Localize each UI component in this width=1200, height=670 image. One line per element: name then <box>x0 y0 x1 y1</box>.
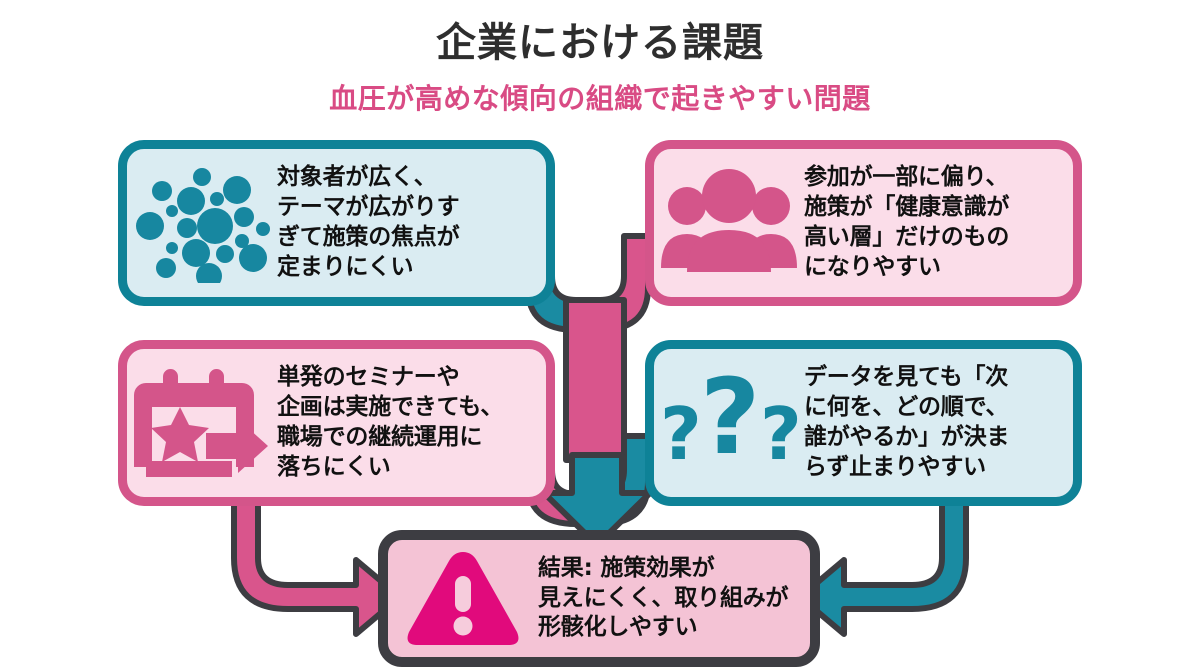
result-outcome-text: 結果: 施策効果が 見えにくく、取り組みが 形骸化しやすい <box>538 554 789 641</box>
issue-card-continuity[interactable]: 単発のセミナーや 企画は実施できても、 職場での継続運用に 落ちにくい <box>118 340 555 506</box>
connector-card2-to-center <box>563 233 651 463</box>
issue-card-next-action-text: データを見ても「次 に何を、どの順で、 誰がやるか」が決ま らず止まりやすい <box>804 364 1010 480</box>
issue-card-participation[interactable]: 参加が一部に偏り、 施策が「健康意識が 高い層」だけのもの になりやすい <box>645 140 1082 306</box>
svg-text:?: ? <box>760 392 802 476</box>
warning-triangle-icon <box>388 540 538 657</box>
calendar-star-arrow-icon <box>127 349 277 497</box>
page-subtitle: 血圧が高めな傾向の組織で起きやすい問題 <box>329 82 871 115</box>
svg-text:?: ? <box>660 392 702 476</box>
page-title: 企業における課題 <box>436 20 764 66</box>
connector-card4-to-result-right <box>797 467 969 637</box>
issue-card-participation-text: 参加が一部に偏り、 施策が「健康意識が 高い層」だけのもの になりやすい <box>804 164 1010 280</box>
connector-center-to-result <box>541 452 653 548</box>
issue-card-continuity-text: 単発のセミナーや 企画は実施できても、 職場での継続運用に 落ちにくい <box>277 364 504 480</box>
people-group-icon <box>654 149 804 297</box>
question-marks-icon: ? ? ? <box>654 349 804 497</box>
connector-card3-to-result-left <box>231 467 403 637</box>
svg-text:?: ? <box>700 367 760 478</box>
issue-card-scope-text: 対象者が広く、 テーマが広がりす ぎて施策の焦点が 定まりにくい <box>277 164 460 280</box>
issue-card-scope[interactable]: 対象者が広く、 テーマが広がりす ぎて施策の焦点が 定まりにくい <box>118 140 555 306</box>
issue-card-next-action[interactable]: ? ? ? データを見ても「次 に何を、どの順で、 誰がやるか」が決ま らず止ま… <box>645 340 1082 506</box>
scatter-dots-icon <box>127 149 277 297</box>
result-outcome-box[interactable]: 結果: 施策効果が 見えにくく、取り組みが 形骸化しやすい <box>378 530 820 667</box>
